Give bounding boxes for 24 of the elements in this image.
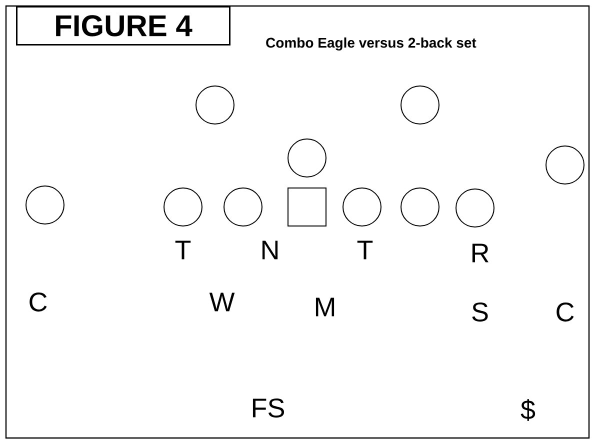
position-letter: C <box>556 302 574 322</box>
player-circle <box>400 86 440 124</box>
position-letter: M <box>316 298 334 316</box>
player-circle <box>224 188 262 226</box>
position-letter: C <box>30 292 47 312</box>
position-letter: T <box>175 240 191 260</box>
player-circle <box>342 188 382 226</box>
caption: Combo Eagle versus 2-back set <box>266 37 476 51</box>
center-square <box>288 188 326 226</box>
player-circle <box>400 188 440 226</box>
player-circle <box>546 146 584 184</box>
title-box: FIGURE 4 <box>16 6 230 46</box>
player-circle <box>26 186 64 224</box>
position-letter: $ <box>520 399 536 421</box>
position-letter: T <box>357 240 373 260</box>
player-circle <box>196 86 234 124</box>
position-letter: W <box>209 292 235 312</box>
position-letter: FS <box>252 398 284 418</box>
position-letter: N <box>262 240 278 260</box>
player-circle <box>164 188 202 226</box>
position-letter: R <box>472 244 489 262</box>
player-circle <box>456 188 494 228</box>
position-letter: S <box>472 302 488 322</box>
player-circle <box>288 138 326 178</box>
